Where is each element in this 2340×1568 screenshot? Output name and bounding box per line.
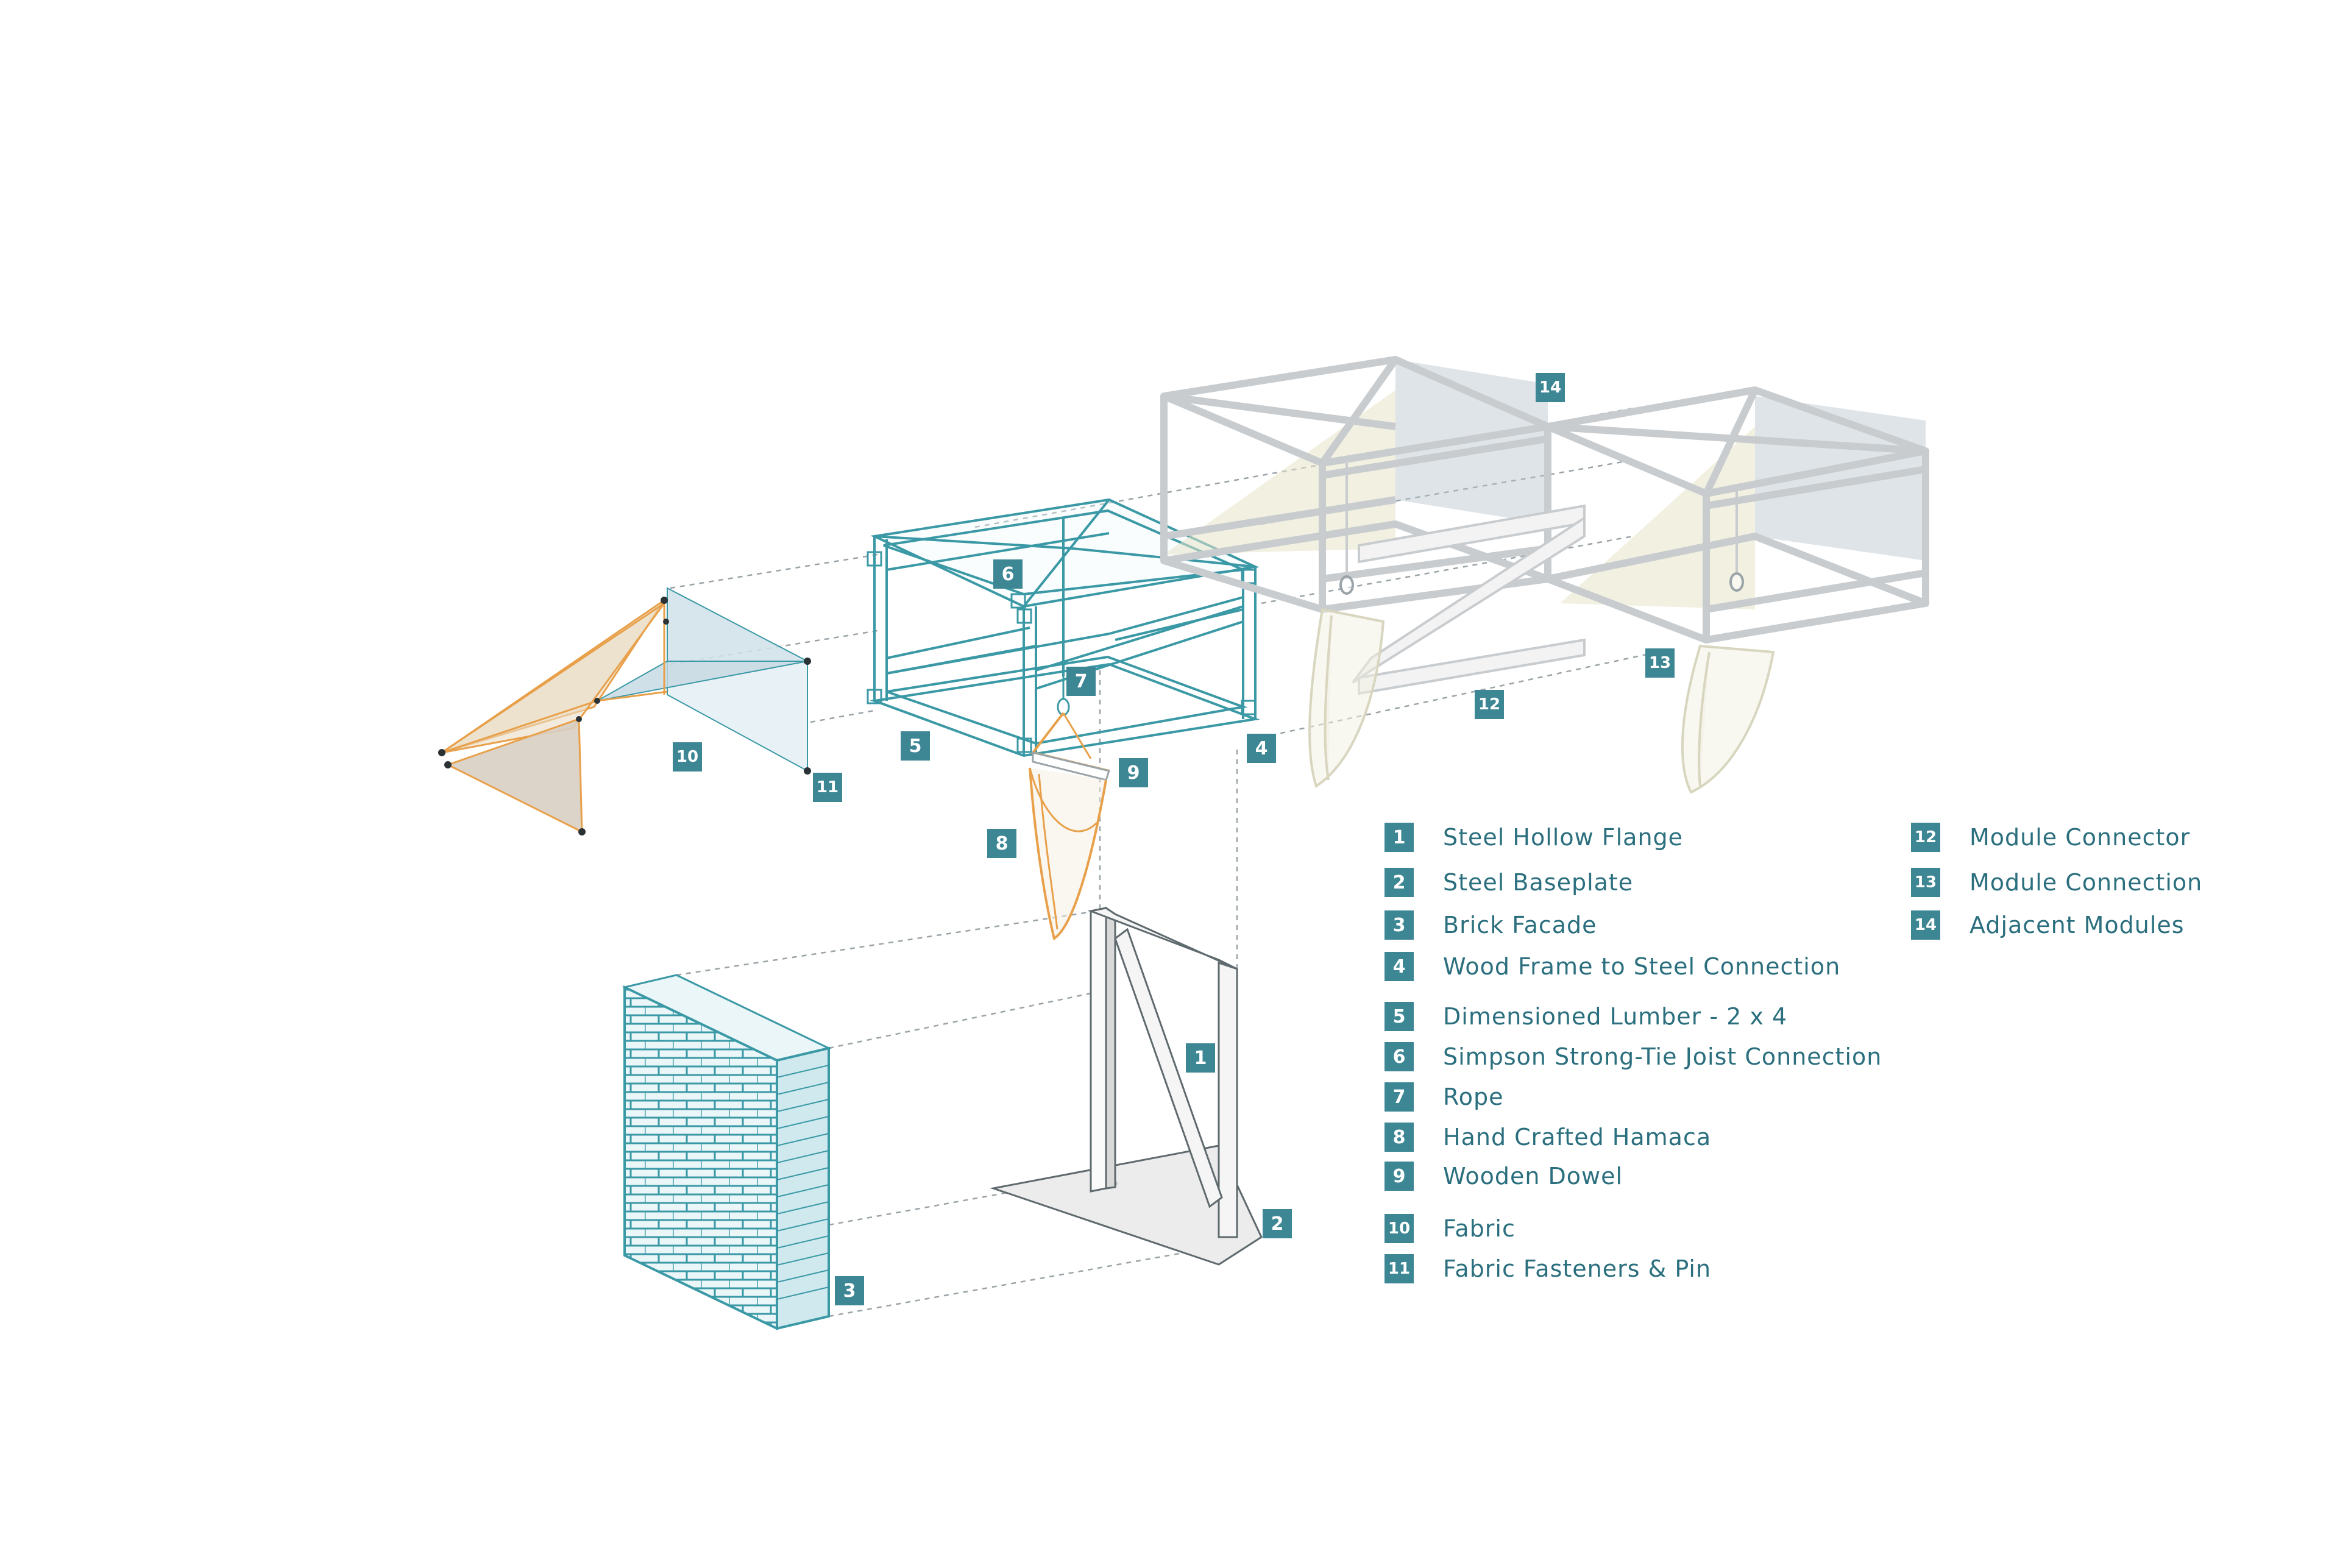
tag-4: 4 <box>1247 734 1276 763</box>
tag-8: 8 <box>987 829 1016 858</box>
fabric-component <box>438 587 811 835</box>
tag-7: 7 <box>1066 667 1096 696</box>
wood-frame-module <box>867 498 1260 757</box>
tag-11: 11 <box>813 773 842 802</box>
tag-2: 2 <box>1263 1209 1292 1238</box>
tag-10: 10 <box>673 742 702 772</box>
adjacent-modules <box>1160 356 1929 644</box>
tag-5: 5 <box>901 731 930 761</box>
adjacent-hammocks <box>1308 463 1775 794</box>
brick-facade <box>622 974 832 1331</box>
tag-9: 9 <box>1119 758 1148 787</box>
module-connector-beams <box>1352 504 1586 695</box>
hammock-and-rope <box>1029 634 1110 941</box>
tag-13: 13 <box>1645 648 1675 678</box>
steel-frame <box>990 906 1263 1266</box>
tag-1: 1 <box>1186 1043 1215 1073</box>
tag-14: 14 <box>1536 373 1565 402</box>
tag-12: 12 <box>1475 690 1504 719</box>
tag-3: 3 <box>835 1276 864 1305</box>
tag-6: 6 <box>993 559 1023 589</box>
